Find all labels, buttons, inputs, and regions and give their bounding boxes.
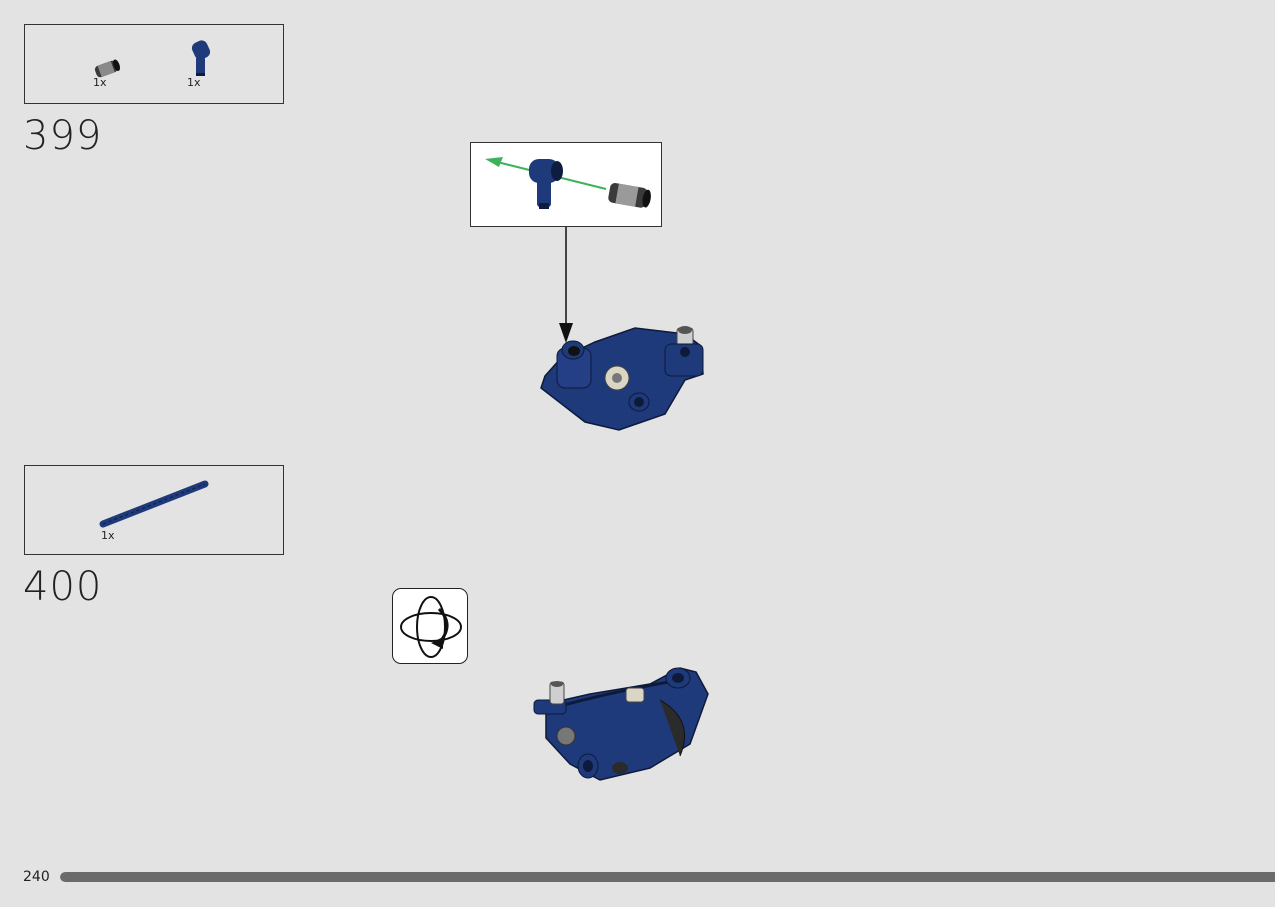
part-qty: 1x bbox=[187, 76, 201, 89]
progress-bar bbox=[60, 872, 1275, 882]
callout-pointer-arrow bbox=[559, 227, 573, 343]
sub-assembly-callout bbox=[470, 142, 662, 227]
black-connector-peg-image bbox=[94, 59, 121, 78]
blue-axle-image bbox=[99, 480, 209, 528]
rotate-arrows-icon bbox=[400, 596, 462, 658]
blue-pin-connector-image bbox=[191, 40, 211, 76]
part-qty: 1x bbox=[101, 529, 115, 542]
rotate-model-icon bbox=[392, 588, 468, 664]
page-number: 240 bbox=[23, 869, 50, 885]
blue-pin-connector-detail bbox=[529, 159, 563, 209]
black-connector-detail bbox=[608, 182, 651, 208]
step-number: 399 bbox=[23, 113, 103, 159]
part-qty: 1x bbox=[93, 76, 107, 89]
step-number: 400 bbox=[23, 564, 103, 610]
assembly-arrow bbox=[485, 157, 651, 209]
parts-list-step-399: 1x 1x bbox=[24, 24, 284, 104]
progress-bar-fill bbox=[60, 872, 1275, 882]
model-step-400 bbox=[533, 667, 709, 781]
model-step-399 bbox=[540, 326, 704, 431]
parts-list-step-400: 1x bbox=[24, 465, 284, 555]
